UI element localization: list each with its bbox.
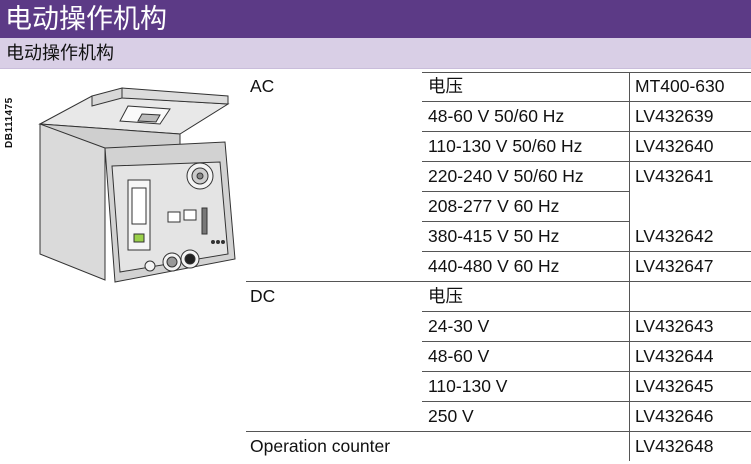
voltage-cell: 48-60 V: [428, 346, 490, 366]
reference-cell: MT400-630: [635, 76, 725, 96]
table-line: [422, 101, 751, 102]
table-row: 48-60 V LV432644: [246, 342, 751, 371]
current-type-cell: DC: [250, 286, 276, 306]
reference-cell: LV432641: [635, 166, 714, 186]
table-line: [422, 72, 751, 73]
table-row: 440-480 V 60 Hz LV432647: [246, 252, 751, 281]
table-row: 24-30 V LV432643: [246, 312, 751, 341]
table-row: 208-277 V 60 Hz: [246, 192, 751, 221]
figure-code: DB111475: [4, 97, 15, 148]
table-line: [422, 371, 751, 372]
reference-cell: LV432640: [635, 136, 714, 156]
table-line: [422, 221, 629, 222]
voltage-cell: 电压: [428, 76, 463, 96]
table-row: 110-130 V LV432645: [246, 372, 751, 401]
voltage-cell: 电压: [428, 286, 463, 306]
voltage-cell: 110-130 V: [428, 376, 508, 396]
table-row: Operation counter LV432648: [246, 432, 751, 461]
reference-cell: LV432648: [635, 436, 714, 456]
table-row: DC 电压: [246, 282, 751, 311]
table-row: AC 电压 MT400-630: [246, 72, 751, 101]
table-line: [422, 401, 751, 402]
reference-cell: LV432644: [635, 346, 714, 366]
voltage-cell: 48-60 V 50/60 Hz: [428, 106, 565, 126]
reference-cell: LV432647: [635, 256, 714, 276]
voltage-cell: 250 V: [428, 406, 474, 426]
voltage-cell: 220-240 V 50/60 Hz: [428, 166, 584, 186]
current-type-cell: AC: [250, 76, 275, 96]
voltage-cell: 208-277 V 60 Hz: [428, 196, 560, 216]
table-row: 110-130 V 50/60 Hz LV432640: [246, 132, 751, 161]
table-line: [422, 131, 751, 132]
table-line: [422, 341, 751, 342]
table-line: [422, 251, 751, 252]
table-line: [246, 431, 751, 432]
table-row: 48-60 V 50/60 Hz LV432639: [246, 102, 751, 131]
reference-cell: LV432642: [635, 226, 714, 246]
motor-mechanism-image: [38, 87, 236, 283]
table-row: 380-415 V 50 Hz LV432642: [246, 222, 751, 251]
section-subtitle: 电动操作机构: [0, 38, 751, 69]
voltage-cell: 440-480 V 60 Hz: [428, 256, 560, 276]
table-row: 250 V LV432646: [246, 402, 751, 431]
reference-cell: LV432643: [635, 316, 714, 336]
reference-cell: LV432639: [635, 106, 714, 126]
reference-cell: LV432646: [635, 406, 714, 426]
page-title: 电动操作机构: [0, 0, 751, 38]
table-line: [422, 311, 751, 312]
table-line: [246, 281, 751, 282]
voltage-cell: 24-30 V: [428, 316, 490, 336]
table-line: [629, 72, 630, 461]
table-row: 220-240 V 50/60 Hz LV432641: [246, 162, 751, 191]
table-line: [422, 191, 629, 192]
reference-cell: LV432645: [635, 376, 714, 396]
voltage-cell: 110-130 V 50/60 Hz: [428, 136, 583, 156]
current-type-cell: Operation counter: [250, 436, 391, 456]
voltage-cell: 380-415 V 50 Hz: [428, 226, 560, 246]
table-line: [422, 161, 751, 162]
